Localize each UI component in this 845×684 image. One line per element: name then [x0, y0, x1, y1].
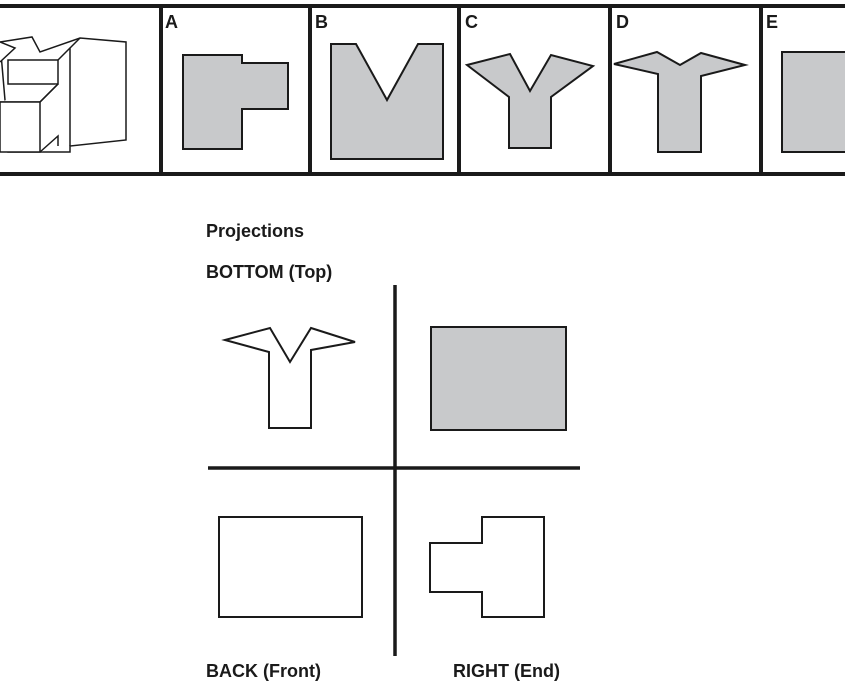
- option-e[interactable]: E: [766, 12, 845, 153]
- option-a-label: A: [165, 12, 178, 32]
- option-e-label: E: [766, 12, 778, 32]
- option-d[interactable]: D: [613, 12, 749, 153]
- bottom-view-label: BOTTOM (Top): [206, 262, 332, 282]
- option-d-label: D: [616, 12, 629, 32]
- back-view-shape: [218, 516, 363, 618]
- back-view-label: BACK (Front): [206, 661, 321, 681]
- answer-strip: A B C D E: [0, 4, 845, 176]
- option-a[interactable]: A: [165, 12, 289, 150]
- projections-title: Projections: [206, 221, 304, 241]
- option-b-label: B: [315, 12, 328, 32]
- option-a-shape: [182, 54, 289, 150]
- option-b[interactable]: B: [315, 12, 444, 160]
- missing-view-shaded: [430, 326, 567, 431]
- option-d-shape: [613, 50, 749, 153]
- right-view-label: RIGHT (End): [453, 661, 560, 681]
- option-e-shape: [781, 51, 845, 153]
- projections: Projections BOTTOM (Top) BACK (Front) RI…: [206, 221, 580, 681]
- right-view-shape: [429, 516, 545, 618]
- option-c[interactable]: C: [464, 12, 596, 149]
- option-b-shape: [330, 43, 444, 160]
- option-c-shape: [464, 52, 596, 149]
- option-c-label: C: [465, 12, 478, 32]
- bottom-view-shape: [221, 326, 356, 429]
- isometric-object: [0, 36, 127, 153]
